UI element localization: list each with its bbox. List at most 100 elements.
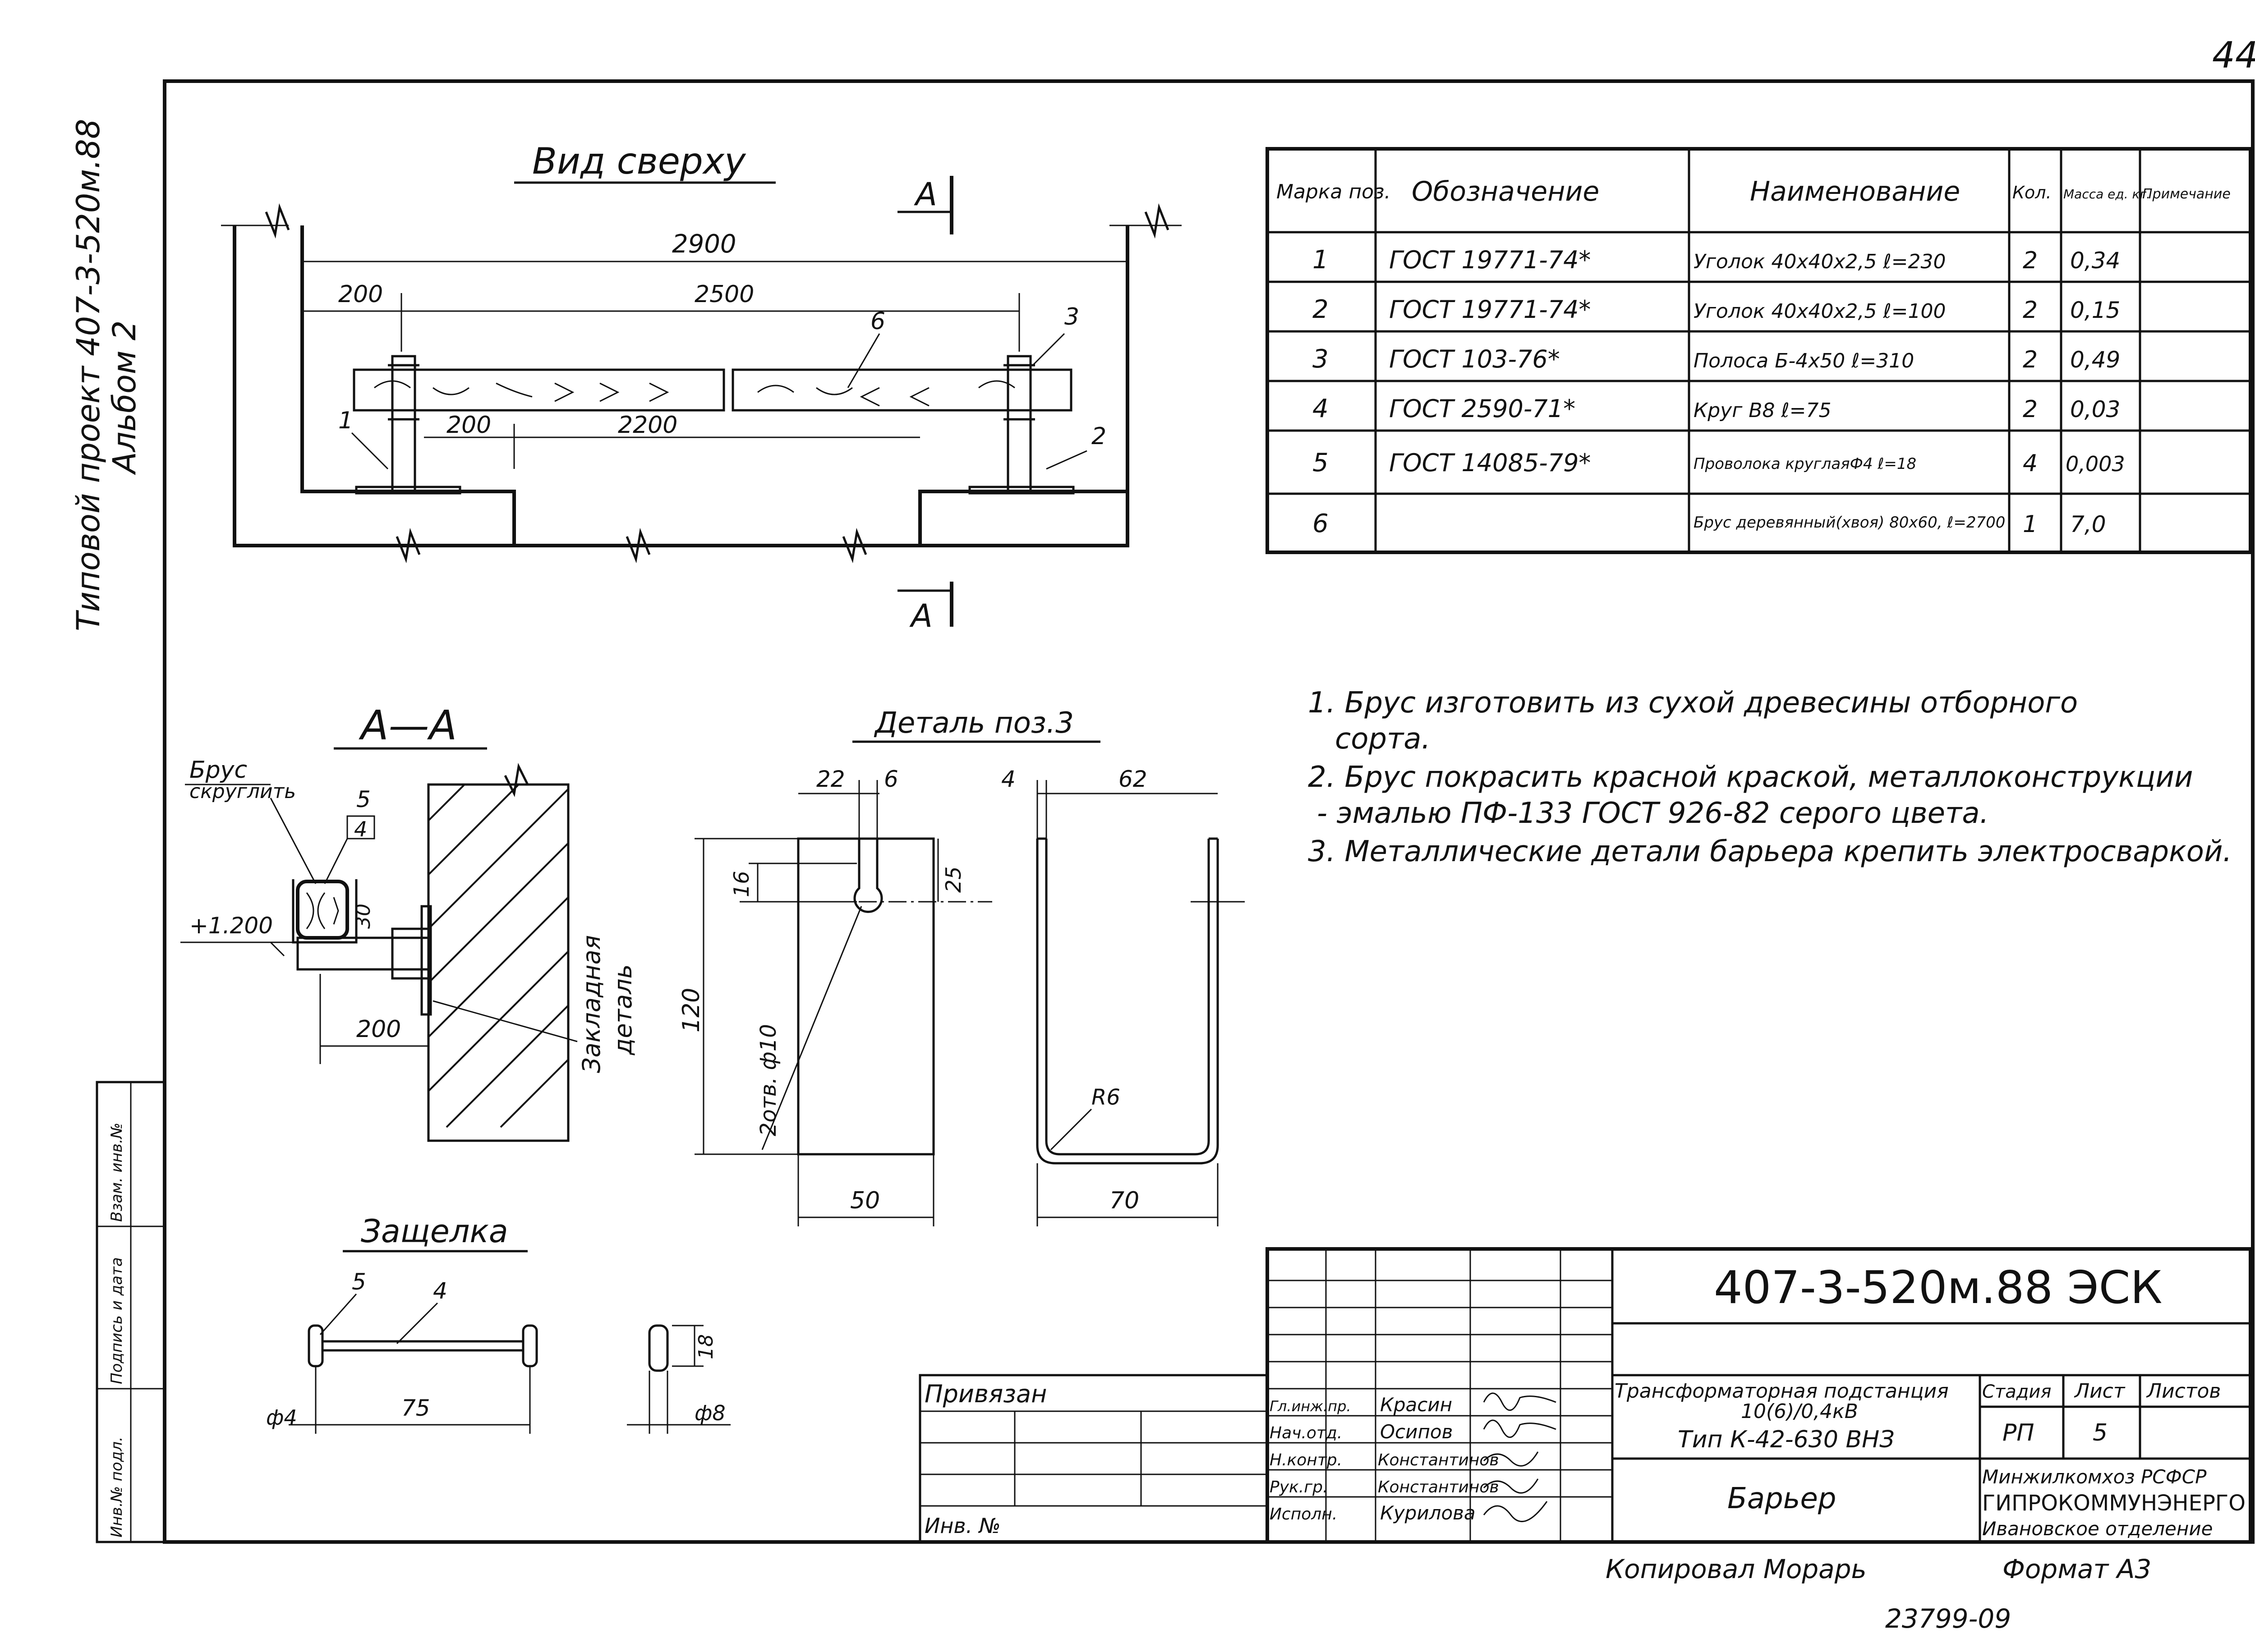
callout-6: 6 bbox=[870, 308, 885, 335]
tb-role-3: Н.контр. bbox=[1270, 1451, 1342, 1469]
tb-sheets-hdr: Листов bbox=[2146, 1380, 2221, 1403]
svg-text:ГОСТ 103-76*: ГОСТ 103-76* bbox=[1389, 345, 1560, 373]
signature bbox=[1483, 1501, 1548, 1523]
callout-1: 1 bbox=[338, 407, 353, 434]
svg-text:6: 6 bbox=[1312, 509, 1329, 538]
svg-text:0,03: 0,03 bbox=[2070, 396, 2120, 422]
tb-object-2: 10(6)/0,4кВ bbox=[1741, 1400, 1858, 1423]
dim-70: 70 bbox=[1109, 1187, 1139, 1214]
svg-text:Проволока круглаяФ4 ℓ=18: Проволока круглаяФ4 ℓ=18 bbox=[1694, 455, 1916, 473]
dim-200-inner: 200 bbox=[446, 412, 491, 439]
table-row: 6 Брус деревянный(хвоя) 80х60, ℓ=2700 1 … bbox=[1312, 509, 2106, 538]
side-stamp: Инв.№ подл. Подпись и дата Взам. инв.№ bbox=[96, 1081, 166, 1543]
label-brus: Брус bbox=[189, 757, 247, 784]
th-mass: Масса ед. кг. bbox=[2063, 187, 2150, 202]
tb-object-1: Трансформаторная подстанция bbox=[1615, 1380, 1949, 1403]
tb-name-4: Константинов bbox=[1378, 1478, 1499, 1496]
tb-object-3: Тип К-42-630 ВНЗ bbox=[1678, 1426, 1895, 1453]
dim-2900: 2900 bbox=[672, 229, 736, 259]
tb-privyazan: Привязан bbox=[925, 1380, 1047, 1408]
svg-text:2: 2 bbox=[2023, 346, 2038, 373]
svg-text:2: 2 bbox=[2023, 396, 2038, 423]
th-name: Наименование bbox=[1750, 176, 1960, 207]
stamp-vzam: Взам. инв.№ bbox=[108, 1123, 126, 1222]
dim-200-left: 200 bbox=[338, 281, 383, 308]
tb-role-2: Нач.отд. bbox=[1270, 1424, 1342, 1442]
tb-inv-no: Инв. № bbox=[925, 1514, 1001, 1538]
note-line-5: 3. Металлические детали барьера крепить … bbox=[1308, 835, 2232, 868]
svg-text:ГОСТ 14085-79*: ГОСТ 14085-79* bbox=[1389, 449, 1591, 477]
svg-text:Полоса Б-4х50 ℓ=310: Полоса Б-4х50 ℓ=310 bbox=[1694, 349, 1914, 372]
tb-name-3: Константинов bbox=[1378, 1451, 1499, 1469]
dim-50: 50 bbox=[850, 1187, 880, 1214]
svg-text:ГОСТ 19771-74*: ГОСТ 19771-74* bbox=[1389, 295, 1591, 324]
tb-org-1: Минжилкомхоз РСФСР bbox=[1982, 1466, 2207, 1488]
dim-16: 16 bbox=[729, 871, 754, 897]
dim-120: 120 bbox=[678, 988, 705, 1032]
svg-text:1: 1 bbox=[2023, 511, 2038, 538]
detail-poz3: Деталь поз.3 22 6 16 25 120 2отв. ф10 50 bbox=[678, 707, 1245, 1226]
svg-text:Брус деревянный(хвоя) 80х60, ℓ: Брус деревянный(хвоя) 80х60, ℓ=2700 bbox=[1694, 514, 2005, 532]
signature bbox=[1483, 1478, 1539, 1494]
table-row: 4 ГОСТ 2590-71* Круг В8 ℓ=75 2 0,03 bbox=[1312, 394, 2120, 423]
tb-stage-hdr: Стадия bbox=[1982, 1381, 2051, 1402]
timber-beam-left bbox=[353, 368, 725, 412]
signature bbox=[1483, 1392, 1556, 1411]
svg-text:2: 2 bbox=[1312, 295, 1329, 324]
stamp-inv-podl: Инв.№ подл. bbox=[108, 1436, 126, 1537]
callout-3: 3 bbox=[1064, 303, 1079, 330]
tb-sheet-title: Барьер bbox=[1727, 1482, 1836, 1515]
post-right bbox=[968, 355, 1075, 495]
label-level: +1.200 bbox=[189, 913, 273, 939]
tb-sheet-hdr: Лист bbox=[2074, 1380, 2126, 1403]
svg-text:Уголок 40х40х2,5 ℓ=100: Уголок 40х40х2,5 ℓ=100 bbox=[1694, 300, 1946, 323]
note-line-3: 2. Брус покрасить красной краской, метал… bbox=[1308, 761, 2193, 794]
tb-stage: РП bbox=[2002, 1419, 2034, 1446]
sheet-number: 44 bbox=[2212, 34, 2255, 76]
dim-6: 6 bbox=[884, 766, 898, 792]
top-view-title: Вид сверху bbox=[532, 140, 746, 182]
svg-text:2: 2 bbox=[2023, 247, 2038, 274]
label-p4: 4 bbox=[354, 817, 367, 841]
label-d30: 30 bbox=[352, 904, 375, 929]
note-line-4: - эмалью ПФ-133 ГОСТ 926-82 серого цвета… bbox=[1317, 797, 1989, 830]
dim-22: 22 bbox=[816, 766, 845, 792]
latch-phi8: ф8 bbox=[695, 1401, 726, 1425]
svg-text:Уголок 40х40х2,5 ℓ=230: Уголок 40х40х2,5 ℓ=230 bbox=[1694, 250, 1946, 273]
side-project-label: Типовой проект 407-3-520м.88 Альбом 2 bbox=[70, 119, 143, 631]
latch-phi4: ф4 bbox=[266, 1405, 297, 1430]
tb-sheet: 5 bbox=[2093, 1419, 2108, 1446]
label-embed-1: Закладная bbox=[577, 935, 606, 1073]
th-designation: Обозначение bbox=[1412, 176, 1599, 207]
svg-text:ГОСТ 19771-74*: ГОСТ 19771-74* bbox=[1389, 246, 1591, 274]
th-qty: Кол. bbox=[2012, 183, 2052, 202]
dim-2200: 2200 bbox=[618, 412, 677, 439]
tb-org-3: Ивановское отделение bbox=[1982, 1518, 2213, 1540]
dim-4: 4 bbox=[1001, 766, 1016, 792]
svg-text:ГОСТ 2590-71*: ГОСТ 2590-71* bbox=[1389, 395, 1575, 423]
table-row: 2 ГОСТ 19771-74* Уголок 40х40х2,5 ℓ=100 … bbox=[1312, 295, 2120, 324]
table-row: 5 ГОСТ 14085-79* Проволока круглаяФ4 ℓ=1… bbox=[1312, 448, 2125, 477]
svg-text:0,15: 0,15 bbox=[2070, 297, 2120, 323]
footer-number: 23799-09 bbox=[1885, 1603, 2011, 1634]
top-view: Вид сверху А А 2900 200 2500 bbox=[221, 140, 1182, 634]
note-line-2: сорта. bbox=[1335, 722, 1431, 756]
signature bbox=[1483, 1419, 1556, 1438]
table-row: 3 ГОСТ 103-76* Полоса Б-4х50 ℓ=310 2 0,4… bbox=[1312, 344, 2120, 374]
svg-text:0,34: 0,34 bbox=[2070, 248, 2120, 274]
note-line-1: 1. Брус изготовить из сухой древесины от… bbox=[1308, 686, 2078, 720]
detail-title: Деталь поз.3 bbox=[874, 707, 1074, 740]
latch-title: Защелка bbox=[361, 1213, 508, 1250]
svg-text:4: 4 bbox=[1312, 394, 1329, 423]
tb-org-2: ГИПРОКОММУНЭНЕРГО bbox=[1982, 1491, 2246, 1516]
latch-d18: 18 bbox=[695, 1334, 718, 1359]
svg-text:1: 1 bbox=[1312, 245, 1329, 275]
dim-25: 25 bbox=[941, 866, 966, 893]
label-embed-2: деталь bbox=[609, 964, 637, 1055]
dim-2500: 2500 bbox=[695, 281, 754, 308]
label-d200: 200 bbox=[356, 1016, 401, 1043]
spec-table: Марка поз. Обозначение Наименование Кол.… bbox=[1266, 147, 2252, 554]
label-hole: 2отв. ф10 bbox=[756, 1024, 781, 1136]
svg-text:Круг В8 ℓ=75: Круг В8 ℓ=75 bbox=[1694, 399, 1832, 422]
tb-role-5: Исполн. bbox=[1270, 1505, 1337, 1524]
